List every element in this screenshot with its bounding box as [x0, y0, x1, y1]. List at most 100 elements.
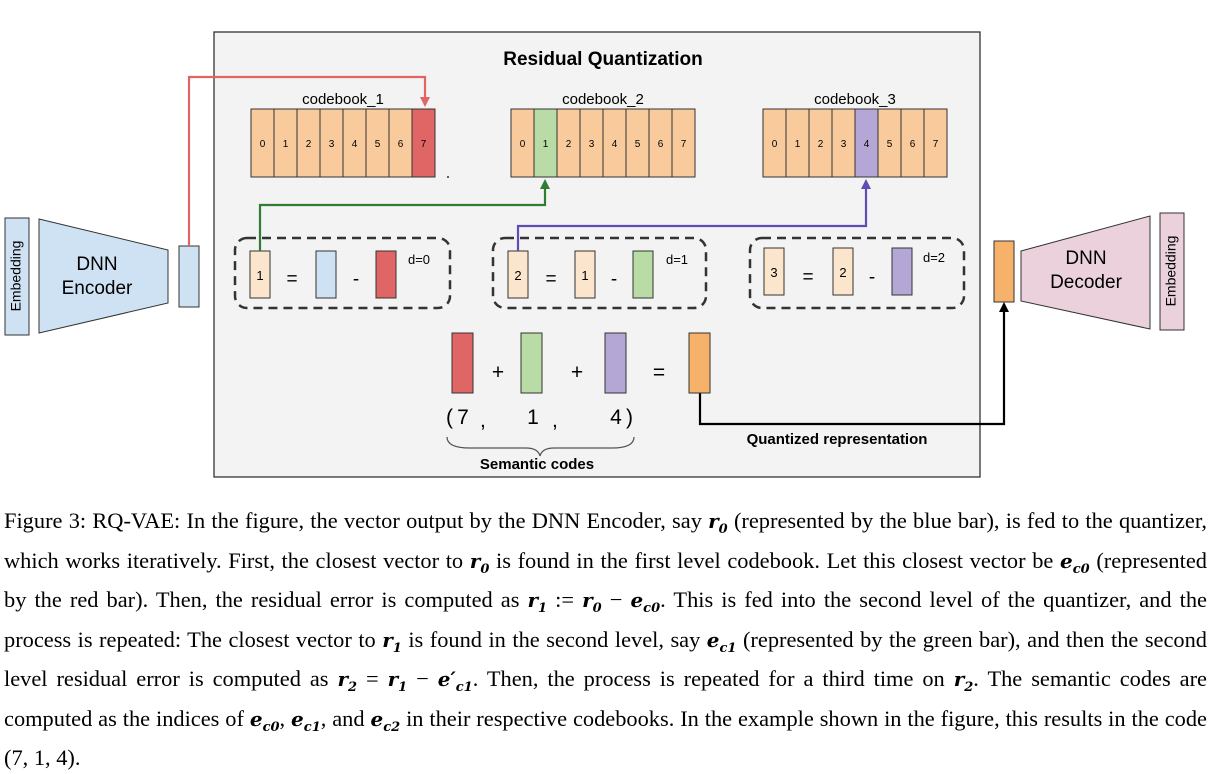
- residual-input-bar-2: [574, 250, 596, 299]
- quantized-representation-label: Quantized representation: [747, 431, 928, 448]
- residual-step-1-frame: [233, 236, 452, 310]
- codeword-bar-3: [891, 247, 913, 296]
- math-r1: r1: [382, 627, 402, 656]
- codeword-bar-2: [632, 250, 654, 299]
- residual-input-label-3: 2: [839, 265, 846, 280]
- equals-sign-3: =: [802, 267, 813, 288]
- codebook-1-name: codebook_1: [302, 91, 384, 108]
- residual-step-2-frame: [491, 236, 708, 310]
- residual-input-bar-1: [315, 250, 337, 299]
- codebook-cell-index: 6: [910, 139, 916, 150]
- tuple-sep-1: ,: [480, 409, 486, 432]
- tuple-sep-2: ,: [552, 409, 558, 432]
- codebook-cell-index: 3: [589, 139, 595, 150]
- codebook-cell-index: 2: [306, 139, 312, 150]
- residual-r1-label: 2: [514, 268, 521, 283]
- codebook-cell-index: 4: [864, 139, 870, 150]
- codebook-3-name: codebook_3: [814, 91, 896, 108]
- caption-code: (7, 1, 4): [4, 745, 75, 770]
- codebook-cell-index: 3: [841, 139, 847, 150]
- arrow-to-codebook-2: [258, 179, 550, 251]
- decoder-label-line1: DNN: [1065, 248, 1106, 269]
- rq-vae-diagram: Residual Quantization Embedding DNN Enco…: [4, 31, 1185, 478]
- math-ec0: ec0: [249, 706, 280, 735]
- codebook-cell: [671, 108, 696, 178]
- residual-r0-label: 1: [256, 268, 263, 283]
- codebook-cell-index: 5: [375, 139, 381, 150]
- residual-step-1: 1 = - d=0: [233, 236, 452, 310]
- figure-caption: Figure 3: RQ-VAE: In the figure, the vec…: [4, 508, 1208, 770]
- codebook-cell-index: 0: [260, 139, 266, 150]
- sum-bar-green: [520, 332, 543, 394]
- tuple-open-paren: (: [446, 406, 453, 429]
- decoder-embedding-box: [1159, 212, 1185, 331]
- code-value-1: 7: [457, 406, 469, 429]
- math-r2: r2: [953, 667, 974, 695]
- codebook-cell-index: 4: [612, 139, 618, 150]
- codeword-bar-1: [375, 250, 397, 299]
- depth-label-2: d=1: [666, 252, 688, 267]
- codebook-2-name: codebook_2: [562, 91, 644, 108]
- codebook-cell-index: 1: [795, 139, 801, 150]
- caption-figure-label: Figure 3:: [4, 508, 87, 533]
- arrow-to-codebook-1: [187, 75, 430, 246]
- quantized-bar: [688, 332, 711, 394]
- math-r1: r1: [527, 588, 548, 616]
- diagram-title: Residual Quantization: [503, 49, 703, 70]
- residual-input-label-2: 1: [581, 268, 588, 283]
- residual-step-3: 3 = 2 - d=2: [748, 236, 966, 310]
- minus-sign-1: -: [353, 269, 359, 290]
- math-r1: r1: [387, 667, 408, 695]
- encoder-output-bar: [178, 245, 200, 308]
- encoder-trapezoid: [38, 218, 169, 334]
- decoder-label-line2: Decoder: [1050, 272, 1122, 293]
- tuple-close-paren: ): [626, 406, 633, 429]
- sum-bar-purple: [604, 332, 627, 394]
- equals-sign-sum: =: [653, 361, 665, 384]
- math-r0: r0: [469, 548, 490, 577]
- math-ec0: ec0: [1060, 548, 1090, 577]
- plus-sign-1: +: [492, 361, 504, 384]
- depth-label-3: d=2: [923, 250, 945, 265]
- plus-sign-2: +: [571, 361, 583, 384]
- math-r0: r0: [708, 509, 728, 537]
- residual-step-3-frame: [748, 236, 966, 310]
- residual-r2-label: 3: [770, 265, 777, 280]
- encoder-embedding-box: [4, 217, 30, 336]
- encoder-embedding-label: Embedding: [8, 241, 24, 312]
- codebook-cell-index: 6: [658, 139, 664, 150]
- stray-dot: [447, 176, 449, 178]
- residual-input-bar-3: [832, 247, 854, 296]
- encoder-label-line1: DNN: [76, 254, 117, 275]
- decoder-input-bar: [993, 240, 1015, 303]
- codebook-cell-index: 0: [772, 139, 778, 150]
- math-ec1: ec1: [706, 627, 737, 656]
- codebook-cell-index: 7: [681, 139, 687, 150]
- codebook-cell-index: 7: [421, 139, 427, 150]
- codebook-cell: [923, 108, 948, 178]
- decoder-embedding-label: Embedding: [1163, 236, 1179, 307]
- code-value-3: 4: [610, 406, 622, 429]
- sum-bar-red: [451, 332, 474, 394]
- residual-step-2: 2 = 1 - d=1: [491, 236, 708, 310]
- math-ec2: ec2: [370, 706, 401, 735]
- codebook-cell-index: 2: [818, 139, 824, 150]
- code-value-2: 1: [527, 406, 539, 429]
- decoder-trapezoid: [1020, 215, 1151, 330]
- arrow-to-decoder: [698, 302, 1009, 426]
- codebook-cell-index: 2: [566, 139, 572, 150]
- codebook-cell-index: 5: [635, 139, 641, 150]
- residual-r2-bar: [763, 247, 785, 296]
- depth-label-1: d=0: [408, 252, 430, 267]
- arrow-to-codebook-3: [516, 179, 871, 251]
- minus-sign-2: -: [611, 269, 617, 290]
- math-ec1: ec1: [291, 706, 321, 735]
- equals-sign-2: =: [545, 269, 556, 290]
- minus-sign-3: -: [869, 267, 875, 288]
- semantic-codes-brace: [446, 436, 635, 457]
- codebook-cell-index: 6: [398, 139, 404, 150]
- codebook-cell-index: 1: [283, 139, 289, 150]
